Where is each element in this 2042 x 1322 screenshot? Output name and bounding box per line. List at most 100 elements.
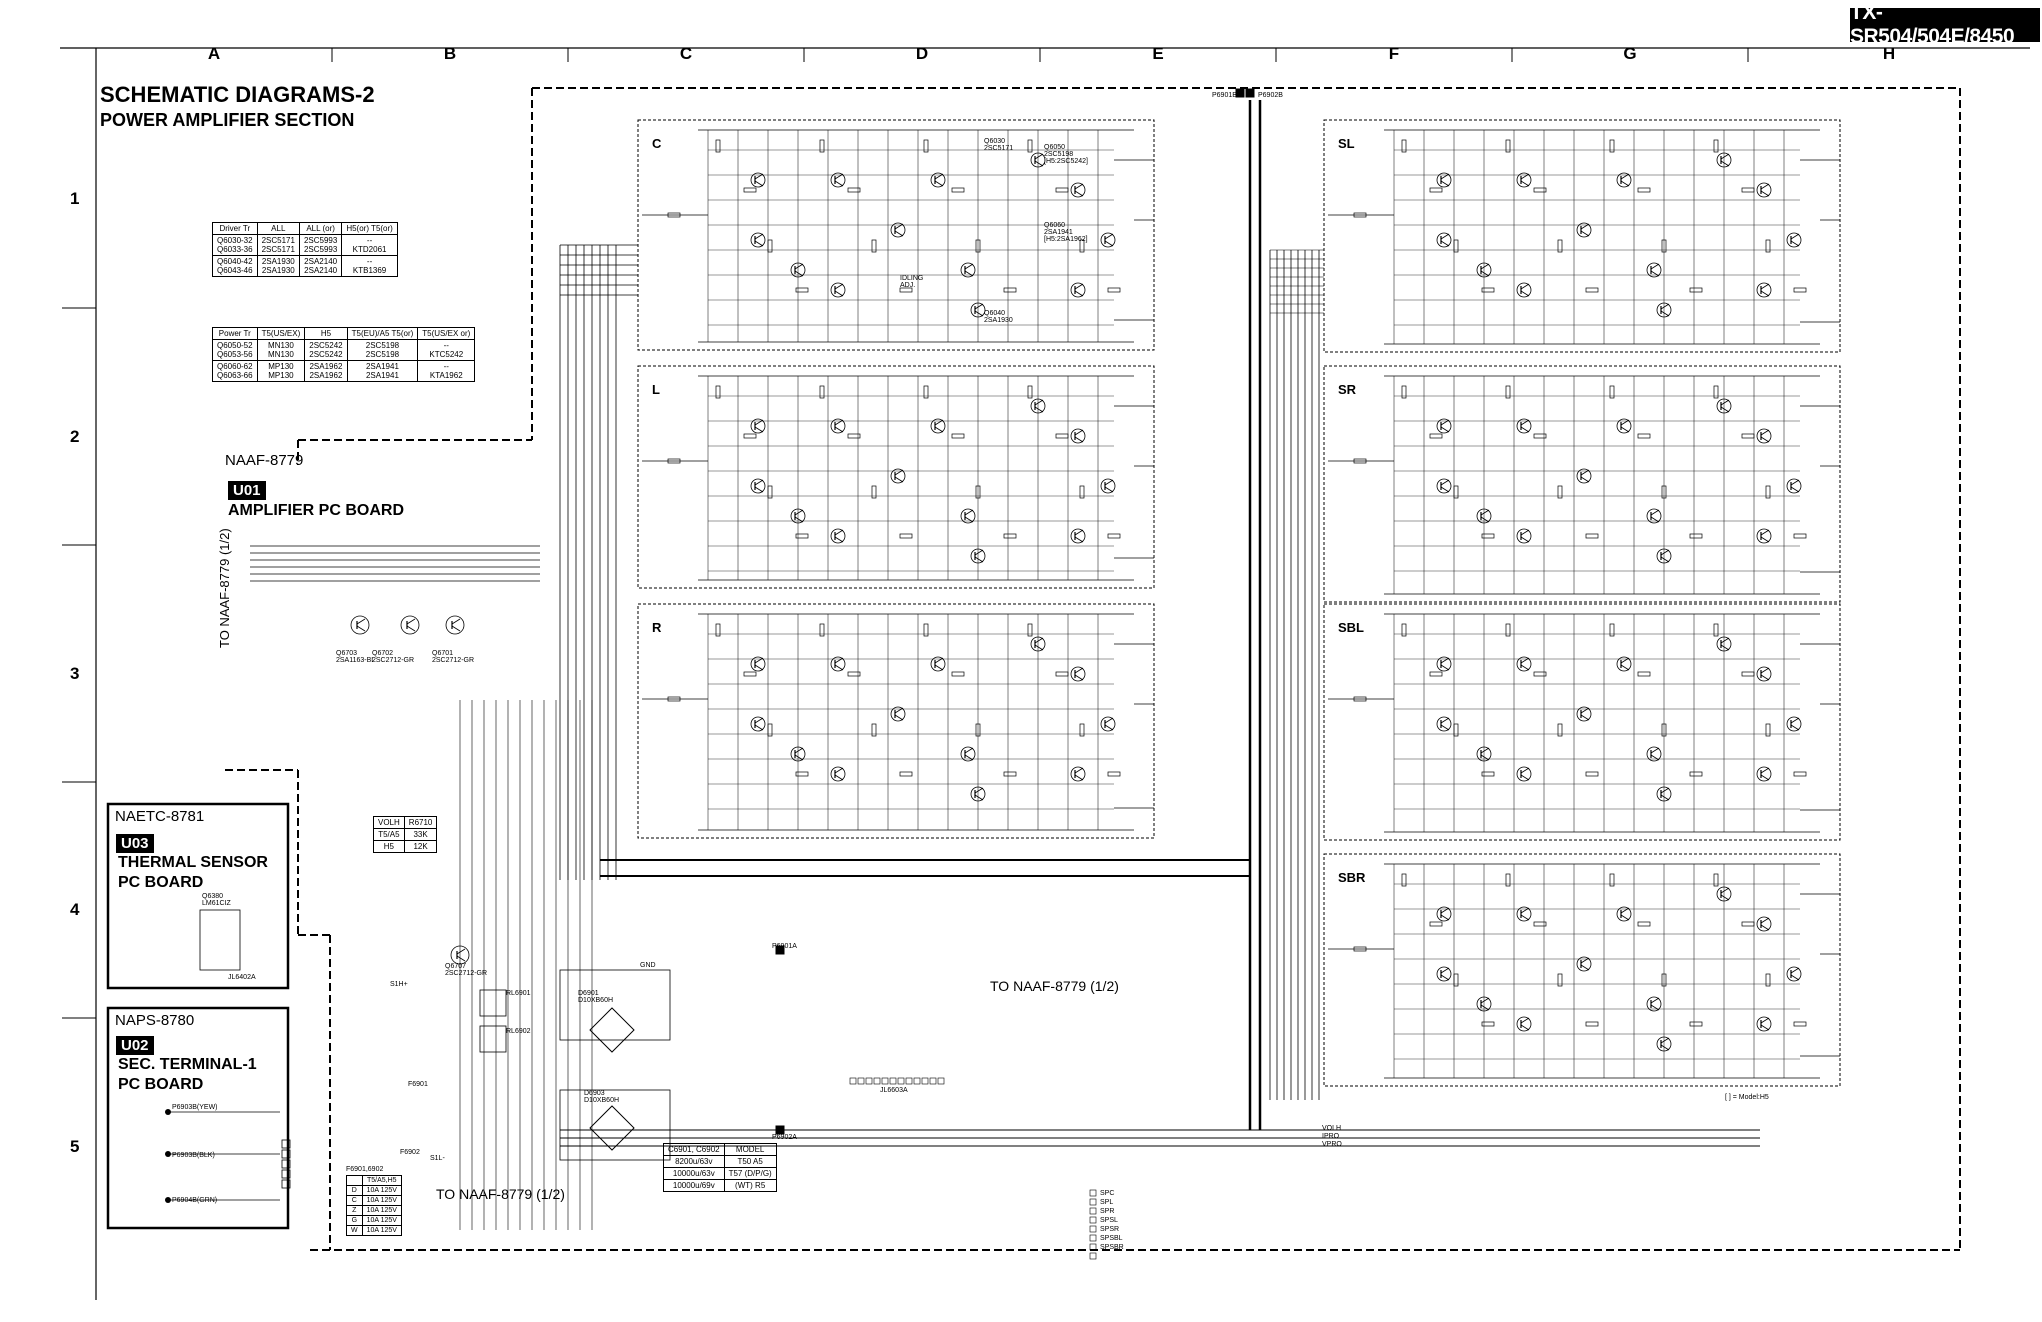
- connector-pin: [1089, 1225, 1097, 1233]
- relay-symbol: [479, 1025, 507, 1053]
- channel-block-outline: [1323, 603, 1841, 841]
- transistor-emitter: [1760, 190, 1770, 197]
- resistor-symbol: [667, 212, 681, 218]
- resistor-symbol: [1637, 433, 1651, 439]
- resistor-symbol: [951, 433, 965, 439]
- connector-pin: [881, 1077, 889, 1085]
- model-note: [ ] = Model:H5: [1725, 1094, 1769, 1101]
- transistor-collector: [834, 283, 844, 290]
- terminal-pin: [281, 1139, 291, 1149]
- transistor-collector: [1580, 957, 1590, 964]
- transistor-emitter: [1520, 180, 1530, 187]
- resistor-symbol: [1353, 696, 1367, 702]
- resistor-symbol: [1765, 485, 1771, 499]
- resistor-symbol: [1027, 385, 1033, 399]
- connector-pin: [857, 1077, 865, 1085]
- transistor-symbol: [1716, 886, 1732, 902]
- transistor-collector: [1480, 263, 1490, 270]
- resistor-symbol: [1661, 723, 1667, 737]
- transistor-emitter: [1790, 240, 1800, 247]
- transistor-collector: [1580, 707, 1590, 714]
- connector-pin: [1089, 1189, 1097, 1197]
- resistor-symbol: [1453, 973, 1459, 987]
- transistor-emitter: [1580, 964, 1590, 971]
- resistor-symbol: [767, 239, 773, 253]
- thermal-board-outline: [106, 802, 290, 990]
- transistor-emitter: [1760, 436, 1770, 443]
- bus-label-vpro: VPRO: [1322, 1141, 1342, 1148]
- transistor-collector: [1520, 173, 1530, 180]
- transistor-emitter: [1520, 290, 1530, 297]
- transistor-symbol: [750, 232, 766, 248]
- transistor-collector: [1760, 529, 1770, 536]
- cap-table-cell: (WT) R5: [723, 1179, 777, 1192]
- resistor-symbol: [819, 385, 825, 399]
- power-table-cell: -- KTC5242: [417, 339, 476, 361]
- resistor-symbol: [1453, 723, 1459, 737]
- transistor-emitter: [1480, 754, 1490, 761]
- transistor-collector: [834, 767, 844, 774]
- transistor-emitter: [1480, 516, 1490, 523]
- transistor-symbol: [1716, 398, 1732, 414]
- resistor-symbol: [715, 385, 721, 399]
- transistor-collector: [1074, 183, 1084, 190]
- transistor-emitter: [794, 270, 804, 277]
- transistor-symbol: [1756, 666, 1772, 682]
- connector-pin: [905, 1077, 913, 1085]
- board-name-u03-line2: PC BOARD: [118, 874, 204, 891]
- transistor-emitter: [834, 664, 844, 671]
- transistor-collector: [1620, 419, 1630, 426]
- transistor-emitter: [356, 625, 366, 632]
- transistor-emitter: [964, 270, 974, 277]
- part-q6380: Q6380 LM61CIZ: [202, 893, 231, 907]
- channel-label: SR: [1338, 382, 1357, 397]
- transistor-collector: [1034, 153, 1044, 160]
- driver-table-cell: -- KTD2061: [341, 234, 398, 256]
- column-label: D: [915, 44, 929, 63]
- resistor-symbol: [1429, 671, 1443, 677]
- transistor-symbol: [450, 945, 470, 965]
- resistor-symbol: [1793, 771, 1807, 777]
- row-label: 5: [70, 1136, 80, 1156]
- volh-table-cell: R6710: [403, 816, 438, 829]
- transistor-emitter: [1520, 426, 1530, 433]
- resistor-symbol: [1055, 187, 1069, 193]
- transistor-collector: [1440, 419, 1450, 426]
- transistor-emitter: [1440, 240, 1450, 247]
- power-table-header: H5: [304, 327, 348, 340]
- row-label: 1: [70, 189, 80, 208]
- resistor-symbol: [715, 623, 721, 637]
- part-d6901: D6901 D10XB60H: [578, 990, 614, 1004]
- resistor-symbol: [1003, 771, 1017, 777]
- power-table-cell: 2SA1941 2SA1941: [346, 360, 419, 382]
- to-naaf-vertical-label: TO NAAF-8779 (1/2): [217, 528, 232, 648]
- board-badge-u02: U02: [116, 1036, 154, 1055]
- transistor-emitter: [1074, 674, 1084, 681]
- fuse-table-cell: 10A 125V: [361, 1185, 402, 1196]
- channel-block-outline: [1323, 853, 1841, 1087]
- power-table-header: T5(EU)/A5 T5(or): [346, 327, 419, 340]
- transistor-collector: [834, 529, 844, 536]
- psu-block: [559, 1089, 671, 1161]
- transistor-emitter: [1034, 160, 1044, 167]
- channel-block-outline: [637, 119, 1155, 351]
- transistor-symbol: [970, 548, 986, 564]
- transistor-collector: [1760, 283, 1770, 290]
- connector-pin: [775, 945, 785, 955]
- transistor-emitter: [794, 754, 804, 761]
- transistor-symbol: [1516, 656, 1532, 672]
- part-idling-adj: IDLING ADJ.: [900, 275, 924, 289]
- transistor-collector: [1520, 529, 1530, 536]
- part-jl6402a: JL6402A: [228, 974, 256, 981]
- channel-block-outline: [1323, 119, 1841, 353]
- part-p6903b-yew: P6903B(YEW): [172, 1104, 218, 1111]
- transistor-emitter: [754, 180, 764, 187]
- transistor-emitter: [834, 426, 844, 433]
- cap-table-cell: 10000u/63v: [663, 1167, 725, 1180]
- connector-pin: [1089, 1207, 1097, 1215]
- volh-table-cell: 33K: [403, 828, 438, 841]
- transistor-emitter: [1520, 774, 1530, 781]
- part-f6901: F6901: [408, 1081, 428, 1088]
- transistor-emitter: [1104, 486, 1114, 493]
